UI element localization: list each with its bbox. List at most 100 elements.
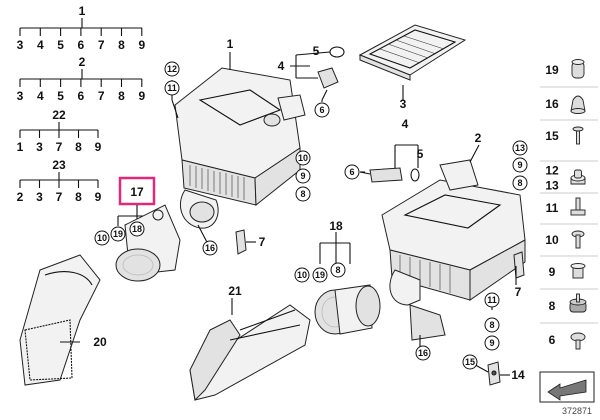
sidebar-row: 8 bbox=[549, 293, 587, 313]
highlight-label: 17 bbox=[130, 185, 144, 199]
tree-child-label: 8 bbox=[75, 190, 82, 204]
callout-label: 12 bbox=[167, 64, 177, 74]
callout-label: 15 bbox=[465, 357, 475, 367]
callout-label: 9 bbox=[300, 171, 305, 181]
rubber-bumper-icon bbox=[571, 59, 585, 79]
tree-child-label: 5 bbox=[57, 89, 64, 103]
callout-label: 6 bbox=[349, 167, 354, 177]
callout-circle bbox=[330, 262, 346, 278]
callout-circle bbox=[484, 317, 500, 333]
highlight-box bbox=[118, 176, 156, 206]
tree-parent-label: 23 bbox=[52, 158, 66, 172]
tree-parent-label: 2 bbox=[79, 55, 86, 69]
intake-duct-21 bbox=[189, 304, 311, 402]
tree-child-label: 7 bbox=[98, 89, 105, 103]
tree-child-label: 3 bbox=[36, 190, 43, 204]
tree-child-label: 9 bbox=[95, 140, 102, 154]
sidebar-label: 9 bbox=[549, 265, 556, 279]
clip-pin-icon bbox=[572, 126, 584, 145]
callout-label: 10 bbox=[297, 270, 307, 280]
tree-child-label: 3 bbox=[17, 89, 24, 103]
callout-circle bbox=[415, 345, 431, 361]
callout-label: 19 bbox=[113, 229, 123, 239]
rubber-mount-icon bbox=[569, 293, 587, 313]
sidebar-label: 8 bbox=[549, 299, 556, 313]
sensor-4b bbox=[369, 167, 403, 183]
air-filter-housing-2 bbox=[381, 159, 526, 341]
tree-parent-label: 1 bbox=[79, 4, 86, 18]
tree-child-label: 8 bbox=[118, 38, 125, 52]
sidebar-row: 11 bbox=[546, 197, 586, 216]
callout-label: 16 bbox=[205, 243, 215, 253]
callout-circle bbox=[462, 354, 478, 370]
callout-label: 4 bbox=[402, 117, 409, 131]
callout-circle bbox=[110, 226, 126, 242]
callout-label: 9 bbox=[489, 338, 494, 348]
air-filter-element-3 bbox=[358, 24, 467, 81]
sidebar-row: 9 bbox=[549, 263, 586, 279]
bolt-icon bbox=[570, 332, 586, 350]
seal-ring-5 bbox=[329, 46, 345, 58]
callout-label: 8 bbox=[517, 178, 522, 188]
callout-label: 6 bbox=[319, 105, 324, 115]
callout-circle bbox=[129, 221, 145, 237]
hierarchy-tree-1: 1 bbox=[20, 4, 142, 29]
sidebar-row: 10 bbox=[545, 230, 585, 249]
callout-label: 1 bbox=[227, 37, 234, 51]
spacer-icon bbox=[570, 263, 586, 279]
callout-label: 9 bbox=[517, 160, 522, 170]
tree-child-label: 6 bbox=[78, 89, 85, 103]
sidebar-row: 6 bbox=[549, 332, 586, 350]
callout-circle bbox=[295, 186, 311, 202]
callout-label: 19 bbox=[315, 270, 325, 280]
callout-label: 10 bbox=[298, 153, 308, 163]
hierarchy-tree-2: 2 bbox=[20, 55, 142, 80]
callout-label: 16 bbox=[418, 348, 428, 358]
tree-child-label: 4 bbox=[37, 89, 44, 103]
grommet-icon bbox=[570, 95, 586, 114]
callout-label: 14 bbox=[511, 368, 525, 382]
mass-air-flow-sensor-18 bbox=[314, 284, 381, 335]
callout-label: 8 bbox=[300, 189, 305, 199]
callout-label: 21 bbox=[228, 284, 242, 298]
leader-lines bbox=[60, 51, 517, 376]
tree-child-label: 8 bbox=[75, 140, 82, 154]
hierarchy-tree-23: 23 bbox=[20, 158, 98, 181]
tree-child-label: 3 bbox=[36, 140, 43, 154]
callout-circle bbox=[512, 175, 528, 191]
tree-child-label: 4 bbox=[37, 38, 44, 52]
sensor-4 bbox=[317, 67, 339, 89]
tree-child-label: 9 bbox=[138, 38, 145, 52]
callout-label: 4 bbox=[278, 59, 285, 73]
callout-label: 7 bbox=[515, 285, 522, 299]
callout-circle bbox=[295, 168, 311, 184]
sidebar-label: 12 bbox=[545, 164, 559, 178]
bracket-7a bbox=[235, 229, 247, 255]
callout-circle bbox=[164, 80, 180, 96]
hierarchy-tree-22: 22 bbox=[20, 108, 98, 131]
callout-label: 18 bbox=[132, 224, 142, 234]
tree-child-label: 2 bbox=[17, 190, 24, 204]
diagram-code: 372871 bbox=[562, 406, 592, 416]
tree-child-label: 9 bbox=[95, 190, 102, 204]
nut-icon bbox=[570, 169, 586, 185]
intake-snorkel-20 bbox=[19, 254, 101, 386]
callout-label: 5 bbox=[417, 147, 424, 161]
tree-child-label: 7 bbox=[98, 38, 105, 52]
callout-label: 11 bbox=[487, 295, 497, 305]
callout-circle bbox=[312, 267, 328, 283]
air-filter-housing-1 bbox=[174, 67, 306, 229]
sidebar-label: 19 bbox=[545, 63, 559, 77]
stud-bolt-icon bbox=[570, 197, 586, 216]
callout-label: 20 bbox=[93, 335, 107, 349]
callout-circle bbox=[294, 267, 310, 283]
screw-icon bbox=[571, 230, 585, 249]
callout-label: 7 bbox=[259, 235, 266, 249]
tree-child-label: 7 bbox=[56, 140, 63, 154]
callout-circle bbox=[202, 240, 218, 256]
callout-circle bbox=[344, 164, 360, 180]
callout-circle bbox=[484, 335, 500, 351]
